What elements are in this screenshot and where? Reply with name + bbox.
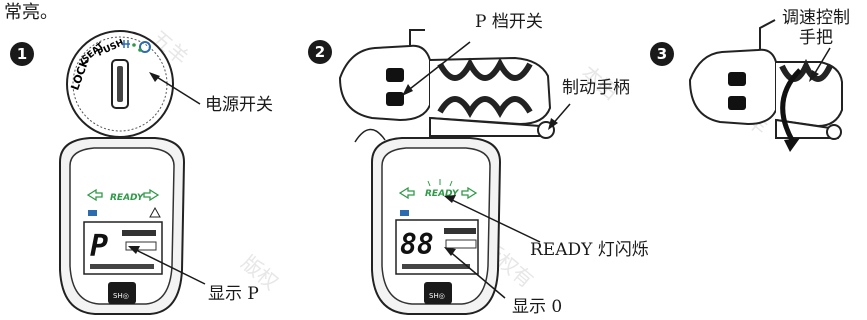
svg-text:READY: READY xyxy=(425,189,460,199)
ready-flash-pointer xyxy=(447,197,541,243)
show-p-label: 显示 P xyxy=(208,284,259,304)
dashboard-panel-1: READY P SH◎ xyxy=(59,137,186,315)
brake-lever-label: 制动手柄 xyxy=(562,78,630,98)
show-0-label: 显示 0 xyxy=(512,297,563,317)
step-number-2: 2 xyxy=(308,40,332,64)
ready-flash-label: READY 灯闪烁 xyxy=(530,240,649,260)
p-gear-switch-label: P 档开关 xyxy=(475,12,543,32)
twist-arrow-icon xyxy=(780,68,802,142)
dashboard-panel-2: READY 88 SH◎ xyxy=(371,137,502,315)
step-number-3: 3 xyxy=(650,42,674,66)
handlebar-right xyxy=(688,19,843,152)
svg-text:SH◎: SH◎ xyxy=(429,292,445,300)
lcd-p-char: P xyxy=(90,229,108,264)
headlamp-icon xyxy=(122,40,130,48)
step-number-1: 1 xyxy=(10,42,34,66)
power-switch-label: 电源开关 xyxy=(205,95,273,115)
handlebar-left xyxy=(338,29,555,143)
p-gear-pointer xyxy=(405,41,471,93)
power-icon xyxy=(139,41,151,53)
ignition-switch: LOCK SEAT PUSH xyxy=(66,30,174,138)
power-switch-pointer xyxy=(151,73,201,105)
intro-text: 常亮。 xyxy=(4,2,58,23)
svg-text:READY: READY xyxy=(110,193,145,203)
show-0-pointer xyxy=(447,249,506,299)
lcd-0-char: 88 xyxy=(400,228,434,261)
show-p-pointer xyxy=(131,247,206,285)
svg-text:SH◎: SH◎ xyxy=(113,292,129,300)
speed-grip-label: 调速控制 手把 xyxy=(782,8,850,49)
